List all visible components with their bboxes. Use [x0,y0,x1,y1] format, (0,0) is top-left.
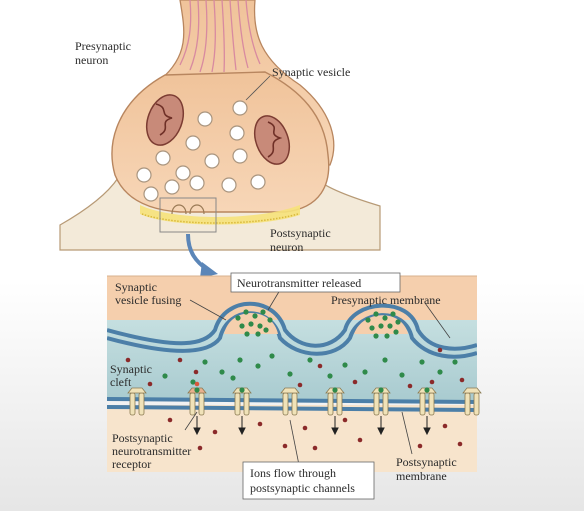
label-presynaptic-membrane: Presynaptic membrane [331,293,441,307]
label-neurotransmitter-released: Neurotransmitter released [237,276,361,290]
label-presynaptic-neuron: Presynaptic neuron [75,39,134,67]
label-synaptic-vesicle: Synaptic vesicle [272,65,350,79]
